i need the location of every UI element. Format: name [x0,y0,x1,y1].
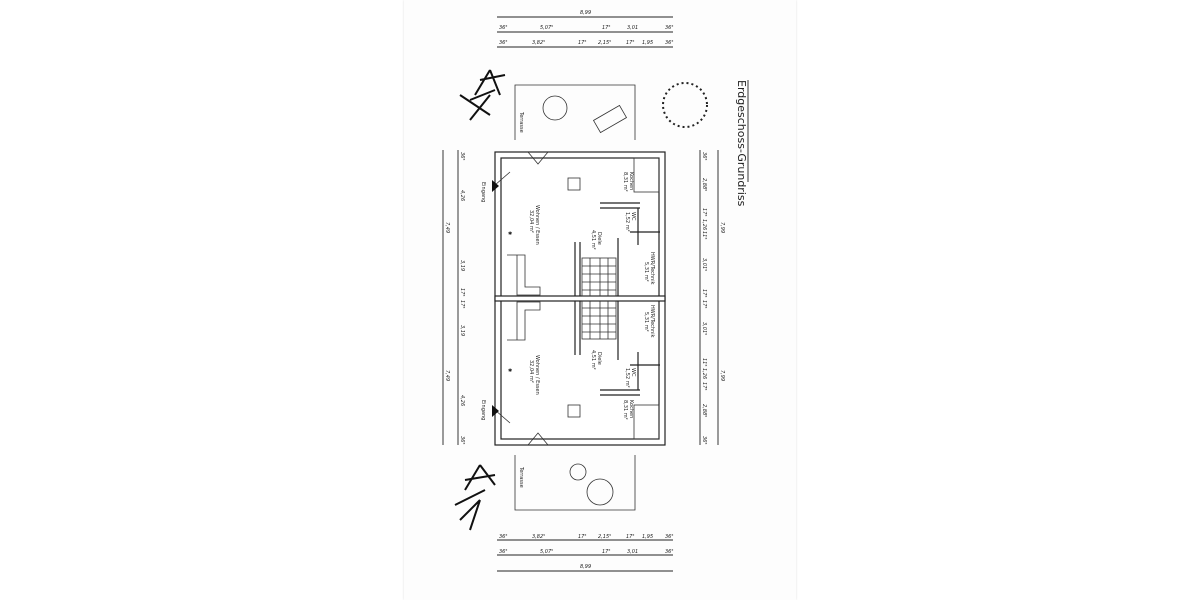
dim-label: 36⁵ [459,436,465,444]
dim-label: 3,01 [627,25,638,31]
label-eingang: Eingang [480,182,486,202]
dim-label: 11⁵ [701,231,707,239]
dim-label: 17⁵ [701,208,707,216]
palm-tree-icon [454,69,506,531]
dim-label: 3,01⁵ [701,322,707,335]
dim-label: 4,26 [459,395,465,406]
room-area: 32,04 m² [528,210,534,233]
dim-label: 17⁵ [701,300,707,308]
room-labels-bottom: Wohnen / Essen 32,04 m² Kochen 8,31 m² D… [528,305,655,420]
dim-label: 1,26 [701,368,707,379]
terrace-top: Terrasse [514,84,636,140]
dim-label: 7,49 [444,222,450,233]
dim-label: 2,88⁵ [701,178,707,191]
dim-label: 3,01 [627,549,638,555]
dim-label: 17⁵ [459,288,465,296]
dim-label: 17⁵ [701,382,707,390]
dim-label: 7,99 [719,370,725,381]
room-area: 8,31 m² [622,400,628,420]
dim-label: 36⁵ [499,25,507,31]
dim-label: 17⁵ [602,549,610,555]
room-name: Wohnen / Essen [534,205,540,245]
terrace-bottom: Terrasse [514,455,636,511]
label-eingang: Eingang [480,400,486,420]
room-area: 4,51 m² [590,350,596,370]
label-terrasse: Terrasse [518,111,524,133]
dim-label: 17⁵ [626,40,634,46]
dim-label: 36⁵ [701,152,707,160]
dim-total-width: 8,99 [580,10,591,16]
svg-text:✱: ✱ [508,368,513,374]
building-walls: ✱ ✱ [494,151,666,446]
dim-label: 36⁵ [701,436,707,444]
dim-label: 7,99 [719,222,725,233]
svg-text:✱: ✱ [508,231,513,237]
dim-label: 4,26 [459,190,465,201]
room-area: 1,52 m² [624,368,630,388]
label-terrasse: Terrasse [518,466,524,488]
room-name: Diele [596,232,602,245]
dim-label: 5,07⁵ [540,549,553,555]
dim-label: 36⁵ [665,40,673,46]
dim-label: 17⁵ [578,534,586,540]
dim-label: 36⁵ [459,152,465,160]
dim-label: 36⁵ [665,25,673,31]
entrance-arrow-icon [492,405,499,417]
room-name: Kochen [628,172,634,190]
room-area: 4,51 m² [590,230,596,250]
dim-label: 17⁵ [578,40,586,46]
room-area: 1,52 m² [624,212,630,232]
dim-label: 2,88⁵ [701,404,707,417]
entrance-arrow-icon [492,180,499,192]
top-dimensions: 8,99 36⁵ 5,07⁵ 17⁵ 3,01 36⁵ 36⁵ 3,82⁵ 17… [497,10,673,48]
room-area: 32,04 m² [528,360,534,383]
dim-label: 36⁵ [499,40,507,46]
dim-label: 3,82⁵ [532,40,545,46]
dim-label: 1,26 [701,219,707,230]
dim-label: 36⁵ [665,534,673,540]
dim-label: 2,15⁵ [598,40,611,46]
room-labels-top: Wohnen / Essen 32,04 m² Kochen 8,31 m² D… [528,172,655,285]
dim-label: 3,01⁵ [701,258,707,271]
room-name: HWR/Technik [649,252,655,285]
room-name: WC [630,368,636,377]
dim-label: 36⁵ [499,549,507,555]
room-name: Kochen [628,400,634,418]
room-name: WC [630,212,636,221]
dim-label: 36⁵ [665,549,673,555]
round-tree-icon [662,82,708,128]
dim-label: 17⁵ [701,289,707,297]
dim-label: 3,82⁵ [532,534,545,540]
room-area: 8,31 m² [622,172,628,192]
dim-label: 5,07⁵ [540,25,553,31]
room-area: 5,31 m² [643,312,649,332]
right-dimensions: 7,99 7,99 36⁵ 2,88⁵ 17⁵ 1,26 11⁵ 3,01⁵ 1… [699,150,725,445]
dim-label: 7,49 [444,370,450,381]
dim-label: 3,19 [459,260,465,271]
plan-title: Erdgeschoss-Grundriss [735,80,748,207]
dim-label: 36⁵ [499,534,507,540]
dim-label: 17⁵ [602,25,610,31]
dim-label: 1,95 [642,534,653,540]
dim-label: 2,15⁵ [598,534,611,540]
room-name: Wohnen / Essen [534,355,540,395]
bottom-dimensions: 36⁵ 3,82⁵ 17⁵ 2,15⁵ 17⁵ 1,95 36⁵ 36⁵ 5,0… [497,534,673,572]
dim-label: 3,19 [459,325,465,336]
left-dimensions: 7,49 7,49 36⁵ 4,26 3,19 17⁵ 17⁵ 3,19 4,2… [442,150,465,445]
dim-label: 17⁵ [459,300,465,308]
dim-label: 11⁵ [701,358,707,366]
room-name: Diele [596,352,602,365]
room-area: 5,31 m² [643,262,649,282]
room-name: HWR/Technik [649,305,655,338]
dim-label: 17⁵ [626,534,634,540]
dim-label: 1,95 [642,40,653,46]
dim-total-width: 8,99 [580,564,591,570]
